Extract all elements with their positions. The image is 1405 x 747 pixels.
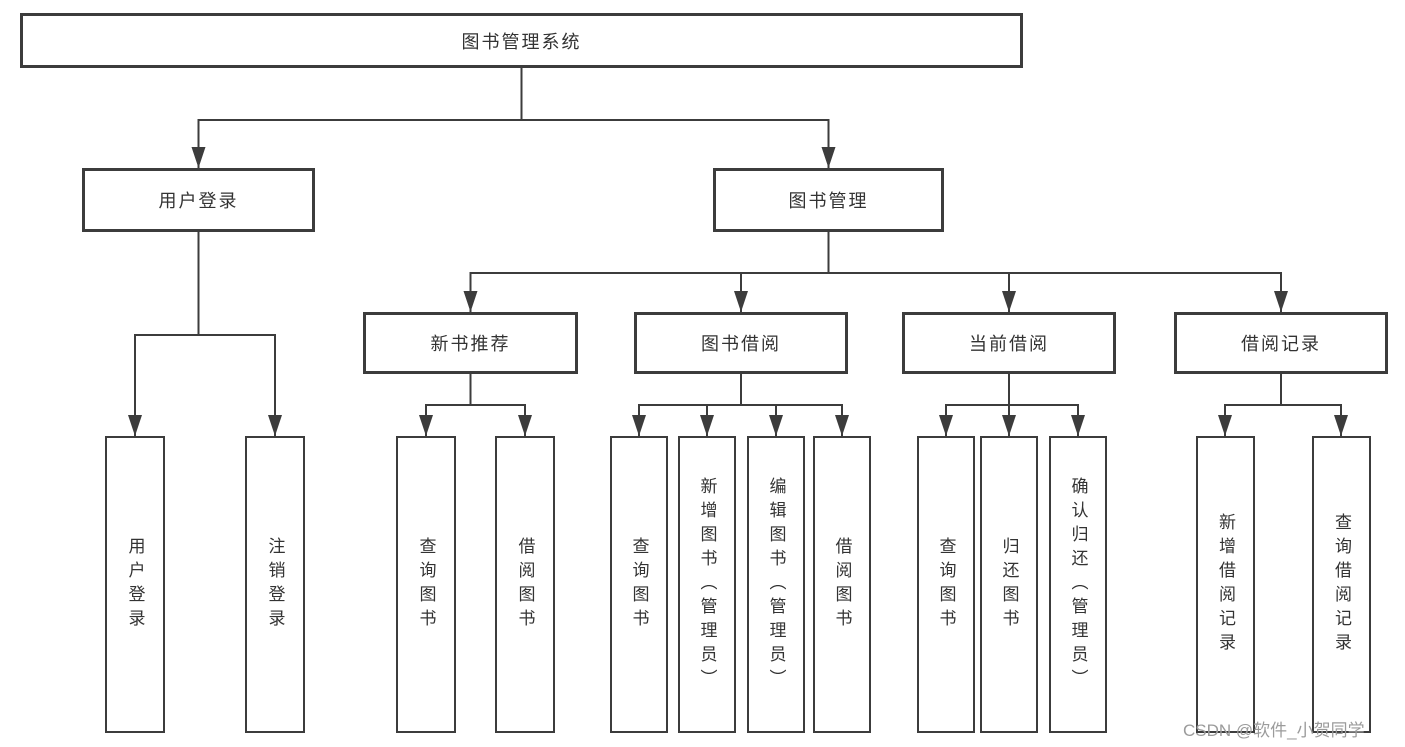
node-book-borrow: 图书借阅 <box>634 312 848 374</box>
node-borrow-records: 借阅记录 <box>1174 312 1388 374</box>
node-book-borrow-label: 图书借阅 <box>701 334 781 354</box>
leaf-add-borrow-record: 新增借阅记录 <box>1196 436 1255 733</box>
leaf-logout-label: 注销登录 <box>265 536 285 633</box>
leaf-logout: 注销登录 <box>245 436 305 733</box>
leaf-borrow-book: 借阅图书 <box>813 436 871 733</box>
leaf-return-book: 归还图书 <box>980 436 1038 733</box>
leaf-return-book-label: 归还图书 <box>999 536 1019 633</box>
leaf-query-books-borrow: 查询图书 <box>610 436 668 733</box>
node-book-management: 图书管理 <box>713 168 944 232</box>
node-user-login-label: 用户登录 <box>158 191 239 211</box>
leaf-confirm-return-admin: 确认归还（管理员） <box>1049 436 1107 733</box>
leaf-query-books-current-label: 查询图书 <box>936 536 956 633</box>
leaf-borrow-book-recommend-label: 借阅图书 <box>515 536 535 633</box>
node-current-borrow: 当前借阅 <box>902 312 1116 374</box>
node-book-management-label: 图书管理 <box>788 191 869 211</box>
leaf-borrow-book-recommend: 借阅图书 <box>495 436 555 733</box>
leaf-edit-book-admin-label: 编辑图书（管理员） <box>766 476 786 693</box>
leaf-edit-book-admin: 编辑图书（管理员） <box>747 436 805 733</box>
leaf-add-borrow-record-label: 新增借阅记录 <box>1216 512 1235 657</box>
leaf-add-book-admin: 新增图书（管理员） <box>678 436 736 733</box>
leaf-borrow-book-label: 借阅图书 <box>832 536 852 633</box>
leaf-query-books-borrow-label: 查询图书 <box>629 536 649 633</box>
node-new-book-recommend: 新书推荐 <box>363 312 578 374</box>
leaf-add-book-admin-label: 新增图书（管理员） <box>697 476 717 693</box>
node-borrow-records-label: 借阅记录 <box>1241 334 1321 354</box>
node-root: 图书管理系统 <box>20 13 1023 68</box>
watermark: CSDN @软件_小贺同学 <box>1183 721 1365 740</box>
leaf-query-books-recommend: 查询图书 <box>396 436 456 733</box>
leaf-confirm-return-admin-label: 确认归还（管理员） <box>1068 476 1088 693</box>
leaf-query-books-recommend-label: 查询图书 <box>416 536 436 633</box>
leaf-query-borrow-record: 查询借阅记录 <box>1312 436 1371 733</box>
leaf-user-login: 用户登录 <box>105 436 165 733</box>
node-user-login: 用户登录 <box>82 168 315 232</box>
leaf-user-login-label: 用户登录 <box>125 536 145 633</box>
node-current-borrow-label: 当前借阅 <box>969 334 1049 354</box>
node-root-label: 图书管理系统 <box>461 31 582 52</box>
leaf-query-books-current: 查询图书 <box>917 436 975 733</box>
leaf-query-borrow-record-label: 查询借阅记录 <box>1332 512 1351 657</box>
node-new-book-recommend-label: 新书推荐 <box>430 334 511 354</box>
